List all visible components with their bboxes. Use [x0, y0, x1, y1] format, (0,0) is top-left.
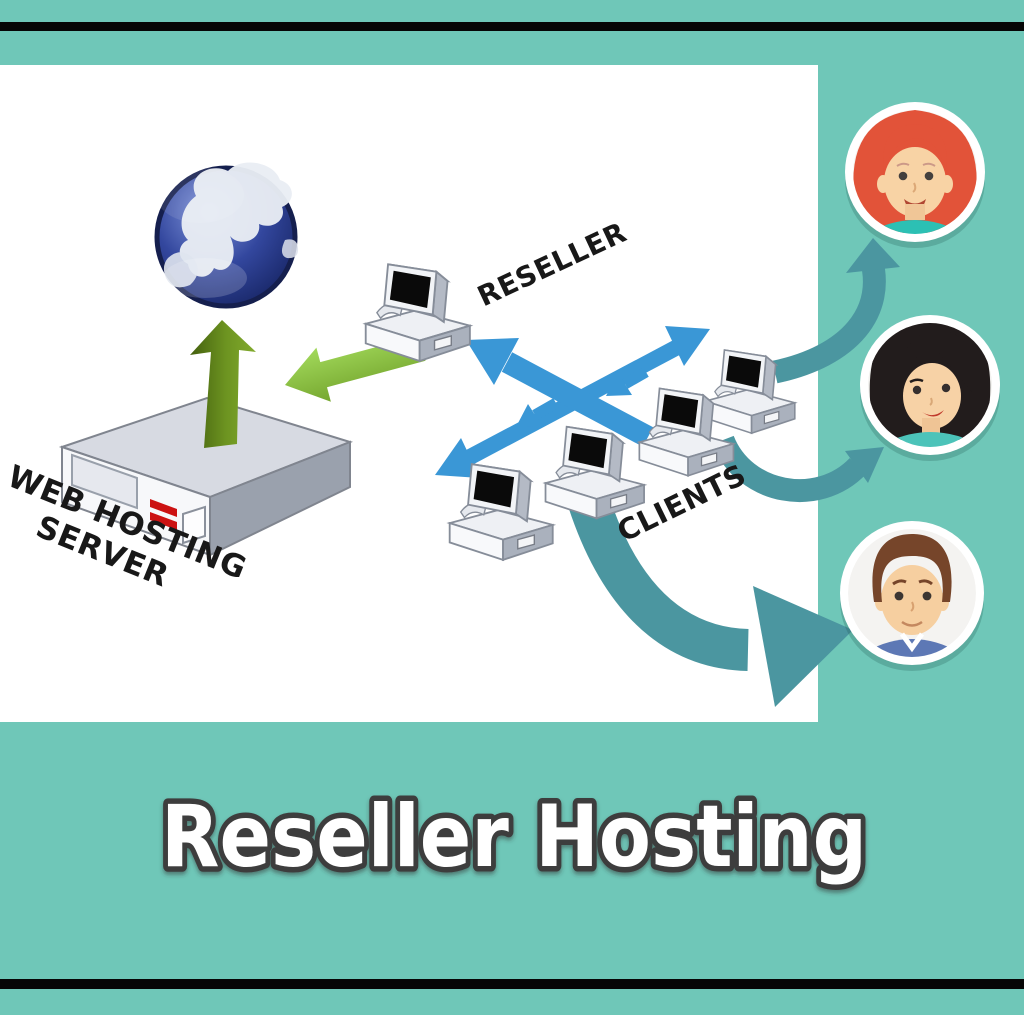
server-led — [150, 499, 177, 517]
arrow-to-user-1 — [772, 254, 886, 384]
branch-arrow-2-shaft — [622, 367, 649, 389]
arrows-clients-to-users — [564, 238, 900, 707]
arrow-to-user-3 — [564, 483, 750, 671]
branch-arrow-2-head — [606, 373, 632, 396]
poster-title: Reseller Hosting — [161, 787, 867, 887]
arrow-to-user-1-head — [846, 238, 900, 273]
arrow-server-to-internet — [190, 320, 256, 448]
arrow-to-user-2-head — [845, 447, 884, 483]
user-avatar-2-black-hair-woman — [860, 315, 1000, 461]
backbone-left-arrowhead — [435, 438, 480, 478]
arrow-to-user-3-head — [753, 586, 853, 707]
top-border-line — [0, 22, 1024, 31]
arrow-network-to-reseller-head — [466, 338, 519, 385]
server-led — [150, 512, 177, 530]
bottom-border-line — [0, 979, 1024, 989]
internet-globe-icon — [154, 162, 299, 309]
arrow-network-to-reseller-shaft — [501, 352, 654, 447]
network-arrows — [435, 326, 710, 478]
user-avatar-3-brown-hair-man — [840, 521, 984, 671]
branch-arrow-1-head — [516, 404, 542, 427]
bottom-white-strip — [0, 1015, 1024, 1024]
branch-arrow-1-shaft — [532, 398, 559, 420]
user-avatar-1-red-hair-woman — [845, 102, 985, 248]
backbone-right-arrowhead — [665, 326, 710, 366]
